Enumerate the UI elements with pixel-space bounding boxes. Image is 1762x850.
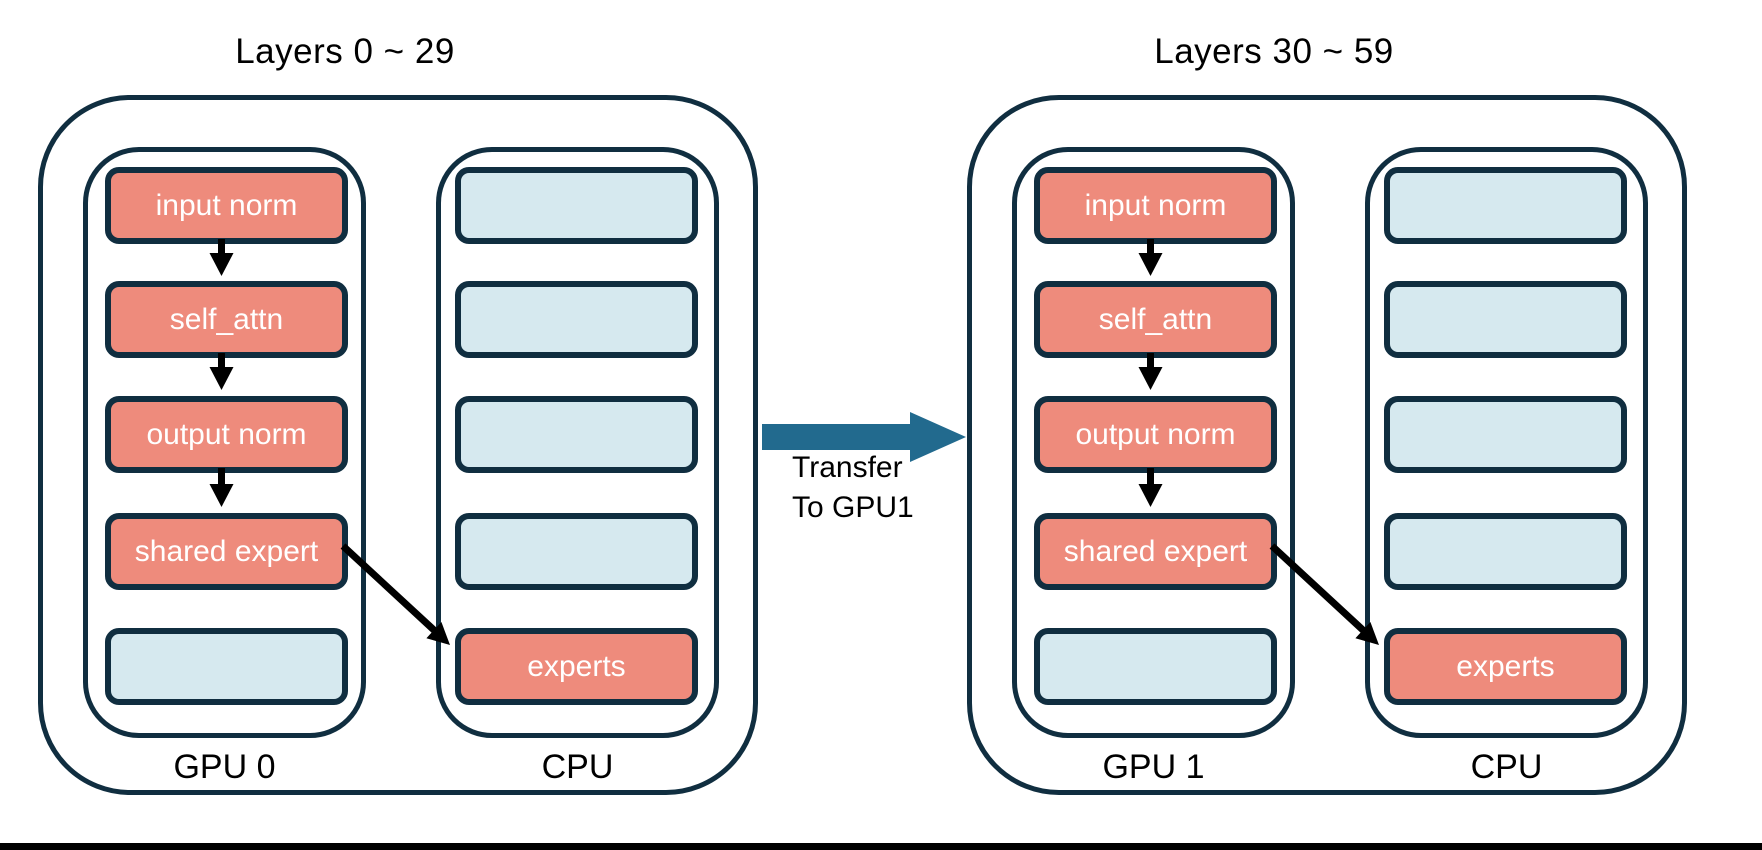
empty-slot-box — [1034, 628, 1277, 705]
output-norm-box: output norm — [105, 396, 348, 473]
node-group-0: input norm self_attn output norm shared … — [38, 95, 758, 795]
shared-expert-box: shared expert — [1034, 513, 1277, 590]
empty-slot-box — [1384, 281, 1627, 358]
layer-range-title-right: Layers 30 ~ 59 — [1154, 32, 1394, 71]
layer-range-title-left: Layers 0 ~ 29 — [235, 32, 455, 71]
experts-box: experts — [1384, 628, 1627, 705]
transfer-label-line1: Transfer — [792, 451, 903, 484]
empty-slot-box — [455, 281, 698, 358]
shared-expert-box: shared expert — [105, 513, 348, 590]
bottom-border-line — [0, 843, 1762, 850]
empty-slot-box — [105, 628, 348, 705]
self-attn-box: self_attn — [1034, 281, 1277, 358]
node-group-1: input norm self_attn output norm shared … — [967, 95, 1687, 795]
output-norm-box: output norm — [1034, 396, 1277, 473]
experts-box: experts — [455, 628, 698, 705]
empty-slot-box — [455, 513, 698, 590]
empty-slot-box — [1384, 513, 1627, 590]
transfer-label-line2: To GPU1 — [792, 491, 914, 524]
empty-slot-box — [1384, 396, 1627, 473]
transfer-label: Transfer To GPU1 — [792, 448, 1012, 528]
cpu-label-left: CPU — [541, 748, 614, 786]
gpu1-label: GPU 1 — [1102, 748, 1205, 786]
empty-slot-box — [1384, 167, 1627, 244]
empty-slot-box — [455, 167, 698, 244]
input-norm-box: input norm — [1034, 167, 1277, 244]
gpu0-label: GPU 0 — [173, 748, 276, 786]
cpu-label-right: CPU — [1470, 748, 1543, 786]
self-attn-box: self_attn — [105, 281, 348, 358]
input-norm-box: input norm — [105, 167, 348, 244]
empty-slot-box — [455, 396, 698, 473]
